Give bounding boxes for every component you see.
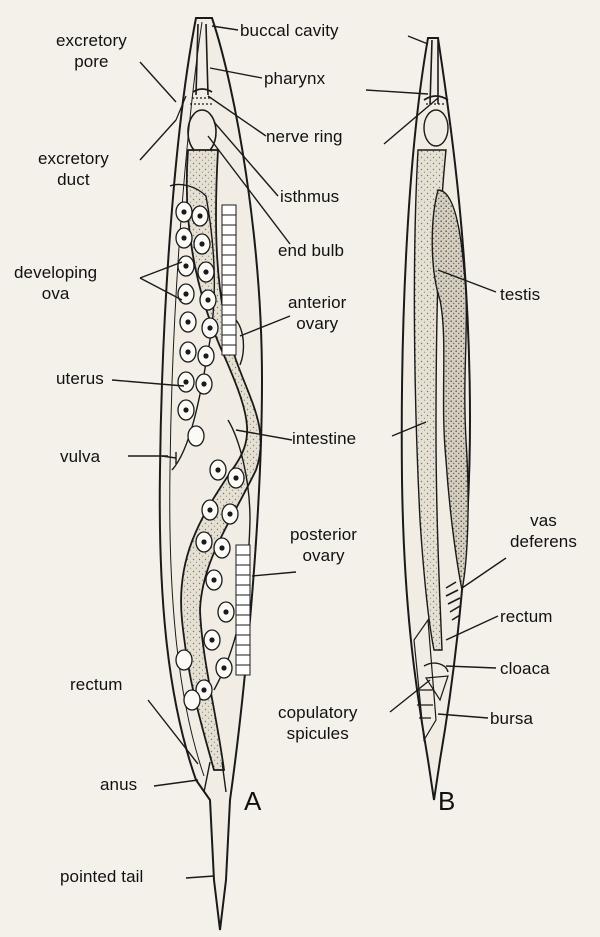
label-buccal-cavity: buccal cavity [240, 20, 339, 41]
label-anterior-ovary: anterior ovary [288, 292, 346, 334]
label-nerve-ring: nerve ring [266, 126, 343, 147]
label-pharynx: pharynx [264, 68, 325, 89]
label-vas-deferens: vas deferens [510, 510, 577, 552]
panel-label-a: A [244, 786, 261, 816]
label-testis: testis [500, 284, 540, 305]
panel-label-b: B [438, 786, 455, 816]
label-posterior-ovary: posterior ovary [290, 524, 357, 566]
posterior-ovary [236, 545, 250, 675]
label-developing-ova: developing ova [14, 262, 97, 304]
label-anus: anus [100, 774, 137, 795]
label-bursa: bursa [490, 708, 533, 729]
label-end-bulb: end bulb [278, 240, 344, 261]
label-rectum-male: rectum [500, 606, 553, 627]
label-excretory-duct: excretory duct [38, 148, 109, 190]
label-uterus: uterus [56, 368, 104, 389]
label-copulatory-spicules: copulatory spicules [278, 702, 357, 744]
label-intestine: intestine [292, 428, 356, 449]
label-isthmus: isthmus [280, 186, 339, 207]
label-pointed-tail: pointed tail [60, 866, 143, 887]
label-cloaca: cloaca [500, 658, 550, 679]
label-rectum-female: rectum [70, 674, 123, 695]
label-excretory-pore: excretory pore [56, 30, 127, 72]
male-worm [402, 38, 470, 800]
label-vulva: vulva [60, 446, 100, 467]
